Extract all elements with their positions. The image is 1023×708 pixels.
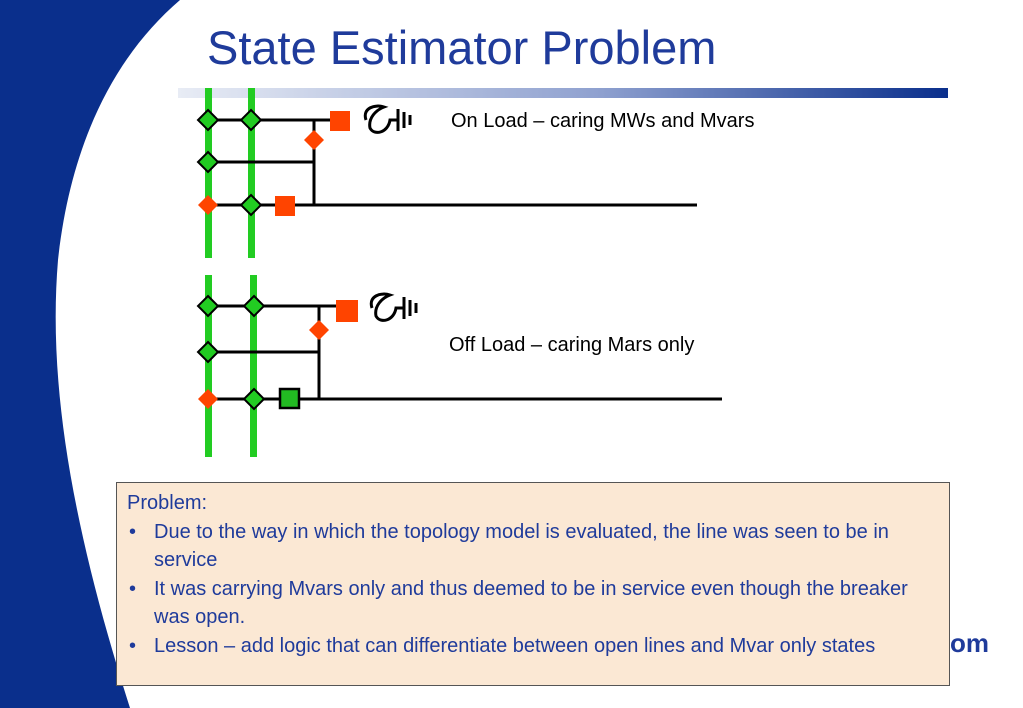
note-heading: Problem:: [127, 492, 208, 514]
closed-switch: [196, 340, 220, 364]
list-item: It was carrying Mvars only and thus deem…: [127, 575, 939, 632]
bus-bar-2: [250, 275, 257, 457]
closed-breaker: [330, 111, 350, 131]
open-switch: [309, 320, 329, 340]
list-item: Lesson – add logic that can differentiat…: [127, 632, 939, 661]
closed-breaker: [275, 196, 295, 216]
off-load-label: Off Load – caring Mars only: [449, 334, 695, 356]
bus-bar-2: [248, 88, 255, 258]
blue-swoosh: [0, 0, 180, 708]
problem-note: Problem: Due to the way in which the top…: [116, 482, 950, 686]
closed-switch: [239, 108, 263, 132]
header-bar: [178, 88, 948, 98]
closed-breaker: [336, 300, 358, 322]
closed-switch: [196, 150, 220, 174]
open-switch: [198, 389, 218, 409]
note-bullet-list: Due to the way in which the topology mod…: [127, 518, 939, 661]
bus-bar-1: [205, 275, 212, 457]
closed-switch: [242, 387, 266, 411]
off-load-diagram: [196, 275, 722, 457]
open-breaker: [278, 387, 301, 410]
open-switch: [198, 195, 218, 215]
bus-bar-1: [205, 88, 212, 258]
closed-switch: [196, 294, 220, 318]
load-symbol: [363, 104, 412, 134]
load-symbol: [369, 292, 418, 322]
closed-switch: [196, 108, 220, 132]
on-load-label: On Load – caring MWs and Mvars: [451, 110, 755, 132]
list-item: Due to the way in which the topology mod…: [127, 518, 939, 575]
closed-switch: [239, 193, 263, 217]
page-title: State Estimator Problem: [207, 21, 717, 74]
on-load-diagram: [196, 88, 697, 258]
open-switch: [304, 130, 324, 150]
closed-switch: [242, 294, 266, 318]
logo-partial-text: om: [950, 628, 989, 658]
